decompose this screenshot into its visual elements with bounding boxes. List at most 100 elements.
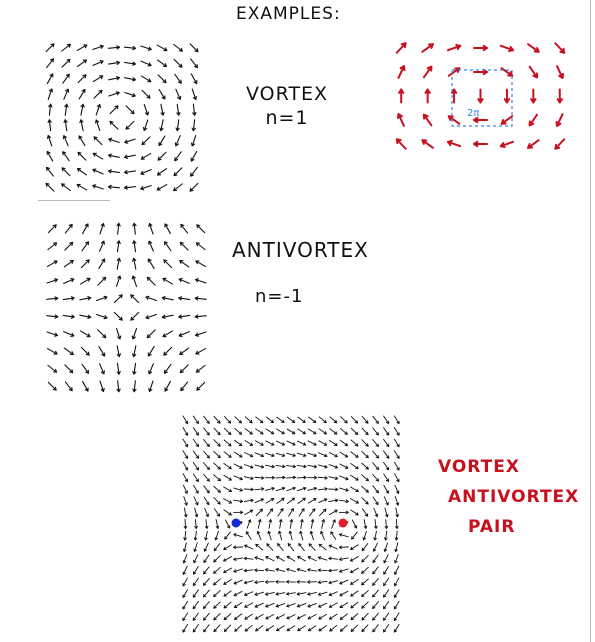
field-arrow xyxy=(77,74,87,84)
field-arrow xyxy=(193,566,199,575)
field-arrow xyxy=(223,486,232,493)
field-arrow xyxy=(213,566,221,574)
field-arrow xyxy=(317,556,328,561)
field-arrow xyxy=(180,381,189,392)
field-arrow xyxy=(46,58,54,69)
field-arrow xyxy=(161,296,174,301)
field-arrow xyxy=(213,439,221,447)
field-arrow xyxy=(162,277,174,285)
field-arrow xyxy=(192,600,199,610)
field-arrow xyxy=(383,438,390,448)
field-arrow xyxy=(265,452,275,458)
field-arrow xyxy=(182,450,189,459)
field-arrow xyxy=(124,61,136,66)
page-title: EXAMPLES: xyxy=(236,4,341,24)
vortex-antivortex-pair-field xyxy=(182,415,400,633)
field-arrow xyxy=(124,91,136,98)
field-arrow xyxy=(125,105,135,115)
field-arrow xyxy=(80,259,90,269)
field-arrow xyxy=(244,544,254,550)
field-arrow xyxy=(372,612,379,621)
field-arrow xyxy=(223,579,232,585)
field-arrow xyxy=(554,138,566,150)
field-arrow xyxy=(383,427,390,436)
field-arrow xyxy=(203,450,210,459)
field-arrow xyxy=(350,416,358,424)
field-arrow xyxy=(116,222,121,235)
field-arrow xyxy=(361,462,369,470)
field-arrow xyxy=(223,590,232,597)
field-arrow xyxy=(254,487,265,491)
field-arrow xyxy=(196,224,206,234)
field-arrow xyxy=(394,542,399,552)
field-arrow xyxy=(361,543,369,552)
field-arrow xyxy=(182,484,188,494)
field-arrow xyxy=(192,461,199,471)
field-arrow xyxy=(450,88,458,104)
field-arrow xyxy=(194,519,198,529)
vortex-core-dot xyxy=(338,518,348,528)
field-arrow xyxy=(254,580,265,585)
field-arrow xyxy=(328,464,338,469)
field-arrow xyxy=(503,88,511,104)
field-arrow xyxy=(140,60,152,67)
field-arrow xyxy=(350,624,359,632)
field-arrow xyxy=(233,590,243,597)
field-arrow xyxy=(297,625,306,632)
field-arrow xyxy=(383,473,390,482)
field-arrow xyxy=(317,568,328,572)
field-arrow xyxy=(338,510,349,515)
field-arrow xyxy=(275,614,285,620)
pair-label: VORTEX ANTIVORTEX PAIR xyxy=(438,452,579,542)
field-arrow xyxy=(183,496,188,506)
field-arrow xyxy=(46,278,59,284)
field-arrow xyxy=(203,612,210,621)
field-arrow xyxy=(350,463,359,470)
field-arrow xyxy=(286,497,296,504)
field-arrow xyxy=(318,498,328,504)
field-arrow xyxy=(47,88,54,101)
field-arrow xyxy=(447,115,461,125)
field-arrow xyxy=(77,151,87,161)
field-arrow xyxy=(297,428,306,435)
field-arrow xyxy=(243,487,254,492)
field-arrow xyxy=(79,119,84,132)
field-arrow xyxy=(255,543,264,551)
field-arrow xyxy=(47,381,57,391)
field-arrow xyxy=(255,428,264,435)
field-arrow xyxy=(194,507,199,518)
field-arrow xyxy=(350,509,359,516)
field-arrow xyxy=(109,120,119,130)
field-arrow xyxy=(47,242,58,251)
field-arrow xyxy=(286,486,296,492)
field-arrow xyxy=(317,591,328,596)
field-arrow xyxy=(61,183,71,192)
field-arrow xyxy=(328,487,339,492)
field-arrow xyxy=(76,168,88,176)
field-arrow xyxy=(254,498,264,504)
field-arrow xyxy=(76,183,88,191)
field-arrow xyxy=(98,258,106,270)
field-arrow xyxy=(160,103,165,116)
field-arrow xyxy=(279,519,283,529)
field-arrow xyxy=(296,475,307,480)
field-arrow xyxy=(499,140,515,149)
field-arrow xyxy=(64,364,74,374)
field-arrow xyxy=(148,363,154,375)
field-arrow xyxy=(286,428,296,435)
field-arrow xyxy=(115,327,122,340)
field-arrow xyxy=(113,294,123,304)
field-arrow xyxy=(265,440,275,446)
field-arrow xyxy=(393,438,400,448)
field-arrow xyxy=(130,294,140,304)
field-arrow xyxy=(132,362,137,375)
field-arrow xyxy=(307,452,317,458)
field-arrow xyxy=(203,566,210,575)
field-arrow xyxy=(307,602,317,608)
field-arrow xyxy=(203,473,210,482)
field-arrow xyxy=(46,134,53,147)
field-arrow xyxy=(328,556,339,561)
field-arrow xyxy=(213,474,221,482)
field-arrow xyxy=(124,170,136,175)
field-arrow xyxy=(286,440,296,446)
